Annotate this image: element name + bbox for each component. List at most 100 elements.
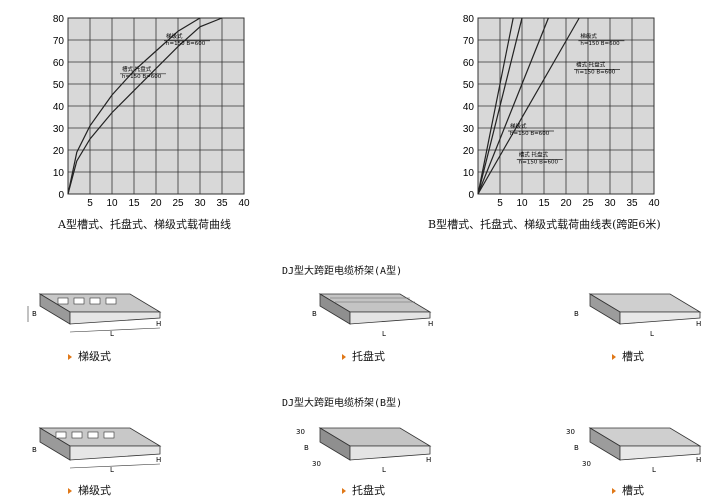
chart-a-annotation-label: 槽式 托盘式 — [122, 65, 152, 73]
chart-b-x-tick-label: 35 — [626, 198, 638, 209]
chart-b-x-tick-label: 25 — [582, 198, 594, 209]
chart-a-y-tick-label: 50 — [53, 80, 65, 91]
chart-b-x-tick-label: 10 — [516, 198, 528, 209]
product-a-trough: B L H — [560, 282, 710, 342]
product-a-tray: B L H — [290, 282, 440, 342]
dim-label: H — [696, 456, 701, 464]
chart-a-y-tick-label: 40 — [53, 102, 65, 113]
chart-a-y-tick-label: 30 — [53, 124, 65, 135]
product-label-a-ladder[interactable]: 梯级式 — [68, 348, 111, 364]
chart-b-caption: B型槽式、托盘式、梯级式载荷曲线表(跨距6米) — [428, 218, 661, 231]
dim-label: H — [156, 320, 161, 328]
bullet-icon — [68, 354, 72, 360]
chart-b-annotation-label: 梯级式 — [510, 122, 527, 130]
trough-drawing: B L H — [574, 293, 702, 338]
tray-drawing: 30 B 30 L H — [296, 427, 432, 474]
chart-b-y-tick-label: 50 — [463, 80, 475, 91]
section-b-title: DJ型大跨距电缆桥架(B型) — [282, 398, 403, 409]
chart-b-annotation-label: 梯级式 — [580, 32, 597, 40]
chart-a-y-tick-label: 10 — [53, 168, 65, 179]
chart-b-annotation-label: h=150 B=600 — [580, 41, 620, 47]
chart-b-x-tick-label: 5 — [497, 198, 503, 209]
chart-a-caption: A型槽式、托盘式、梯级式载荷曲线 — [58, 218, 231, 231]
chart-a-x-tick-label: 15 — [128, 198, 140, 209]
dim-label: L — [382, 466, 386, 474]
chart-a-y-tick-label: 70 — [53, 36, 65, 47]
chart-a-y-tick-label: 80 — [53, 14, 65, 25]
dim-label: H — [156, 456, 161, 464]
dim-label: 30 — [312, 460, 321, 468]
dim-label: H — [696, 320, 701, 328]
section-a-title: DJ型大跨距电缆桥架(A型) — [282, 266, 403, 277]
chart-a-x-tick-label: 20 — [150, 198, 162, 209]
chart-b-x-tick-label: 30 — [604, 198, 616, 209]
dim-label: 30 — [582, 460, 591, 468]
chart-a-annotation-label: 梯级式 — [166, 32, 183, 40]
chart-a-x-tick-label: 30 — [194, 198, 206, 209]
chart-b-x-tick-label: 15 — [538, 198, 550, 209]
chart-b-x-tick-label: 40 — [648, 198, 660, 209]
chart-a-y-tick-label: 60 — [53, 58, 65, 69]
chart-b-annotation-label: 槽式 托盘式 — [519, 151, 549, 159]
dim-label: L — [110, 466, 114, 474]
product-label-a-tray[interactable]: 托盘式 — [342, 348, 385, 364]
tray-drawing: B L H — [312, 293, 433, 338]
chart-a-annotation-label: h=150 B=600 — [166, 41, 206, 47]
bullet-icon — [342, 488, 346, 494]
dim-label: L — [110, 330, 114, 338]
chart-b-y-tick-label: 0 — [468, 190, 474, 201]
ladder-tray-drawing: B L H — [32, 427, 162, 474]
product-b-ladder: B L H — [10, 414, 170, 476]
dim-label: H — [428, 320, 433, 328]
chart-b-series-3 — [477, 17, 580, 195]
bullet-icon — [612, 354, 616, 360]
chart-b-y-tick-label: 40 — [463, 102, 475, 113]
ladder-tray-drawing: B L H — [27, 293, 162, 338]
product-label-b-trough[interactable]: 槽式 — [612, 482, 644, 498]
chart-a-y-tick-label: 20 — [53, 146, 65, 157]
dim-label: B — [312, 310, 317, 318]
dim-label: L — [382, 330, 386, 338]
chart-b-y-tick-label: 60 — [463, 58, 475, 69]
product-label-b-tray[interactable]: 托盘式 — [342, 482, 385, 498]
dim-label: L — [652, 466, 656, 474]
chart-b-annotation-label: h=150 B=600 — [519, 160, 559, 166]
chart-a-x-tick-label: 10 — [106, 198, 118, 209]
chart-b-x-tick-label: 20 — [560, 198, 572, 209]
dim-label: H — [426, 456, 431, 464]
dim-label: B — [32, 310, 37, 318]
chart-b-series-4 — [477, 17, 549, 195]
bullet-icon — [68, 488, 72, 494]
dim-label: L — [650, 330, 654, 338]
product-label-a-trough[interactable]: 槽式 — [612, 348, 644, 364]
chart-b-y-tick-label: 20 — [463, 146, 475, 157]
chart-b-y-tick-label: 70 — [463, 36, 475, 47]
chart-a-x-tick-label: 35 — [216, 198, 228, 209]
chart-b-series-2 — [477, 17, 523, 195]
bullet-icon — [342, 354, 346, 360]
chart-b-annotation-label: 槽式 托盘式 — [576, 60, 606, 68]
chart-a-series-1 — [67, 17, 223, 195]
chart-b-y-tick-label: 30 — [463, 124, 475, 135]
chart-b-annotation-label: h=150 B=600 — [510, 131, 550, 137]
chart-a-x-tick-label: 5 — [87, 198, 93, 209]
product-label-b-ladder[interactable]: 梯级式 — [68, 482, 111, 498]
trough-drawing: 30 B 30 L H — [566, 427, 702, 474]
dim-label: B — [32, 446, 37, 454]
chart-b-annotation-label: h=150 B=600 — [576, 69, 616, 75]
dim-label: 30 — [296, 428, 305, 436]
product-b-trough: 30 B 30 L H — [560, 414, 710, 476]
chart-a-y-tick-label: 0 — [58, 190, 64, 201]
dim-label: 30 — [566, 428, 575, 436]
bullet-icon — [612, 488, 616, 494]
chart-b-y-tick-label: 80 — [463, 14, 475, 25]
chart-a-annotation-label: h=150 B=600 — [122, 74, 162, 80]
product-a-ladder: B L H — [10, 282, 170, 342]
dim-label: B — [304, 444, 309, 452]
chart-a-series-2 — [67, 17, 201, 195]
chart-a-x-tick-label: 25 — [172, 198, 184, 209]
